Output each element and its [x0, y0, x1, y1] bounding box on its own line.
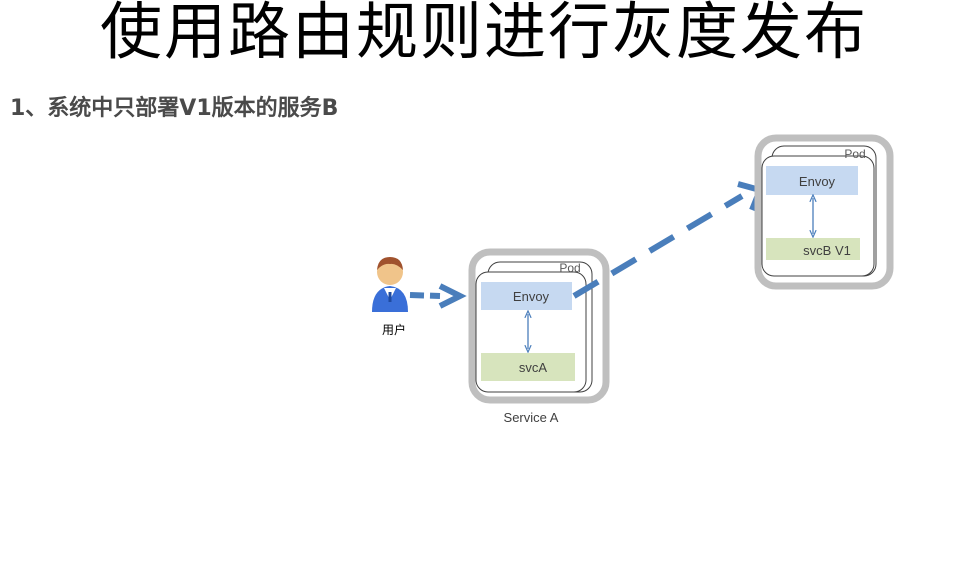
pod-a-label: Pod [559, 261, 580, 275]
pod-a-svc [481, 353, 575, 381]
pod-b: Pod Envoy svcB V1 [754, 134, 894, 290]
pod-b-label: Pod [844, 147, 865, 161]
pod-b-envoy [766, 166, 858, 195]
pod-b-svc-label: svcB V1 [803, 243, 851, 258]
user-icon [372, 257, 408, 312]
page-title: 使用路由规则进行灰度发布 [99, 0, 868, 68]
page-subtitle: 1、系统中只部署V1版本的服务B [10, 96, 339, 121]
pod-a: Pod Envoy svcA [468, 248, 610, 404]
pod-a-envoy [481, 282, 572, 310]
pod-b-svc [766, 238, 860, 260]
pod-a-svc-label: svcA [519, 360, 548, 375]
service-a-label: Service A [504, 410, 559, 425]
user-label: 用户 [382, 322, 406, 337]
arrow-user-to-pod-a [409, 283, 467, 309]
pod-b-envoy-label: Envoy [799, 174, 836, 189]
pod-a-envoy-label: Envoy [513, 289, 550, 304]
